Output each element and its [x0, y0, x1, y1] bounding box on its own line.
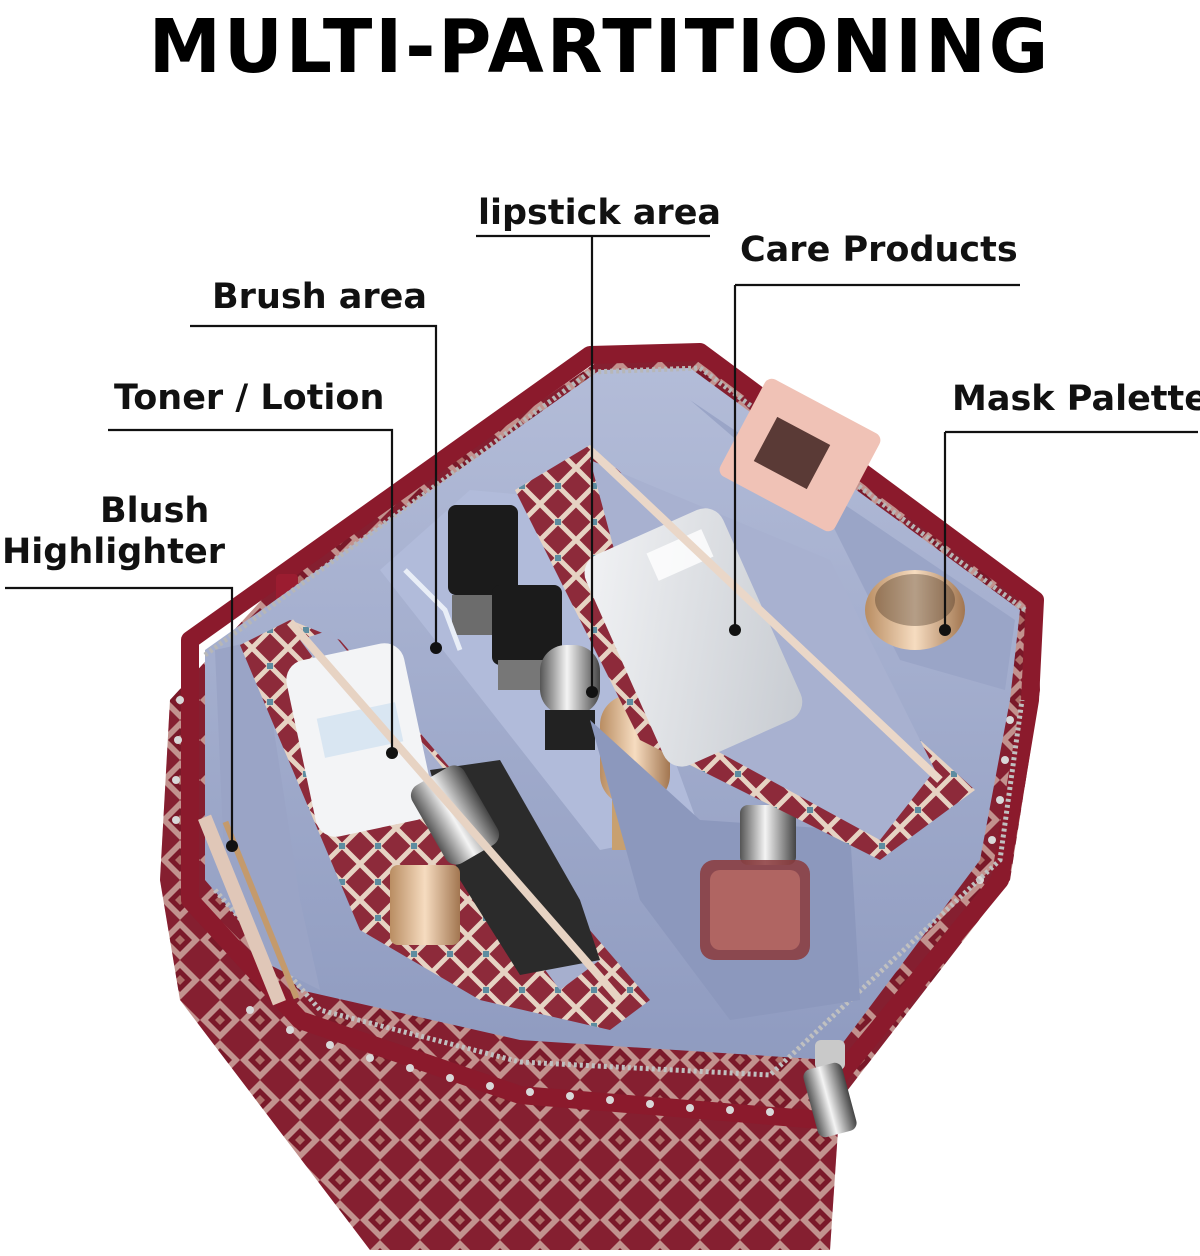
callout-care-products: Care Products [740, 230, 1018, 270]
callout-toner-lotion: Toner / Lotion [114, 378, 385, 418]
callout-highlighter: Highlighter [2, 532, 225, 572]
callout-dots [226, 624, 951, 852]
toner-pouch [240, 619, 650, 1030]
callout-blush: Blush [100, 491, 210, 531]
callout-lines [5, 234, 1198, 845]
mask-palette-pocket [690, 378, 1015, 690]
callout-brush-area: Brush area [212, 277, 428, 317]
left-pocket [198, 640, 320, 1006]
care-pouch [515, 445, 975, 860]
zipper-pull [803, 1040, 857, 1138]
page-title: MULTI-PARTITIONING [148, 4, 1052, 90]
callout-mask-palette: Mask Palette [952, 379, 1200, 419]
center-pocket [590, 720, 860, 1020]
callout-lipstick-area: lipstick area [478, 193, 722, 233]
